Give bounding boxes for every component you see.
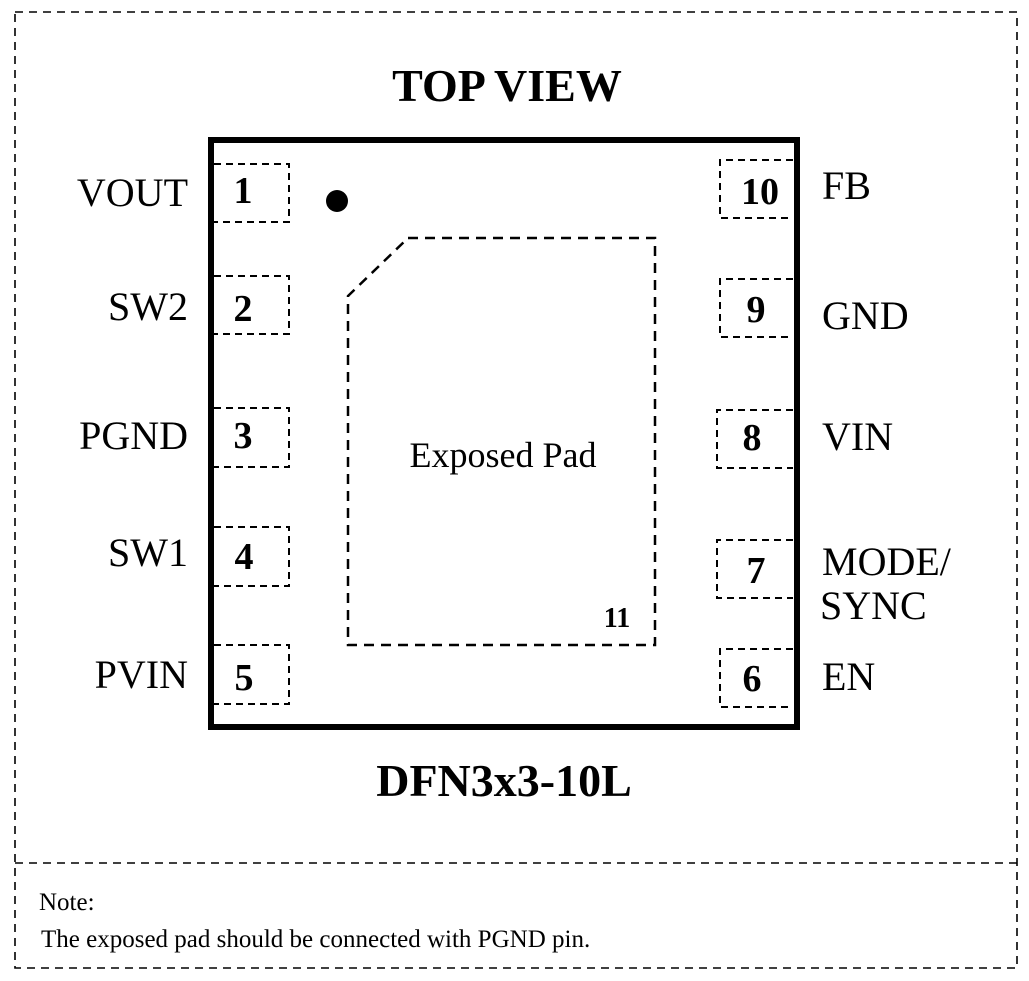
pin-2: 2 SW2 bbox=[108, 275, 290, 335]
pin-10: 10 FB bbox=[719, 159, 871, 219]
pin-8: 8 VIN bbox=[716, 409, 893, 469]
pin-1-name: VOUT bbox=[77, 170, 188, 215]
pin-2-pad bbox=[214, 275, 290, 335]
note-heading: Note: bbox=[39, 889, 95, 916]
pin-5-number: 5 bbox=[235, 657, 254, 699]
pin-6-number: 6 bbox=[743, 658, 762, 700]
pin-7-name-line1: MODE/ bbox=[822, 539, 952, 584]
exposed-pad-label: Exposed Pad bbox=[410, 435, 597, 475]
pin-10-pad bbox=[719, 159, 793, 219]
pin-5: 5 PVIN bbox=[95, 644, 290, 705]
pin-5-pad bbox=[214, 644, 290, 705]
pin-1-pad bbox=[214, 163, 290, 223]
pin-7: 7 MODE/ SYNC bbox=[716, 539, 952, 628]
pin-7-name-line2: SYNC bbox=[820, 583, 927, 628]
pin-9-pad bbox=[719, 278, 793, 338]
pin-3-name: PGND bbox=[79, 413, 188, 458]
outer-frame bbox=[14, 11, 1018, 969]
pin-4-number: 4 bbox=[235, 536, 254, 578]
pin-4-name: SW1 bbox=[108, 530, 188, 575]
pin1-indicator-dot bbox=[326, 190, 348, 212]
pin-2-number: 2 bbox=[234, 288, 253, 330]
pin-8-pad bbox=[716, 409, 793, 469]
right-pins: 10 FB 9 GND 8 VIN 7 MODE/ SYNC 6 EN bbox=[716, 159, 952, 708]
pin-7-number: 7 bbox=[747, 550, 766, 592]
pin-6-pad bbox=[719, 648, 793, 708]
pin-3-number: 3 bbox=[234, 415, 253, 457]
pin-2-name: SW2 bbox=[108, 284, 188, 329]
pin-9-number: 9 bbox=[747, 289, 766, 331]
pin-9: 9 GND bbox=[719, 278, 909, 338]
left-pins: 1 VOUT 2 SW2 3 PGND 4 SW1 5 PVIN bbox=[77, 163, 290, 705]
pin-8-name: VIN bbox=[822, 414, 893, 459]
pin-6: 6 EN bbox=[719, 648, 875, 708]
diagram-title: TOP VIEW bbox=[392, 60, 622, 111]
package-body bbox=[208, 137, 800, 730]
pin-10-name: FB bbox=[822, 163, 871, 208]
pin-3-pad bbox=[214, 407, 290, 468]
pin-1: 1 VOUT bbox=[77, 163, 290, 223]
package-name: DFN3x3-10L bbox=[376, 755, 632, 806]
pin-10-number: 10 bbox=[741, 171, 779, 213]
note-text: The exposed pad should be connected with… bbox=[41, 926, 590, 953]
exposed-pad-number: 11 bbox=[604, 603, 630, 634]
pin-7-pad bbox=[716, 539, 793, 599]
pin-6-name: EN bbox=[822, 654, 875, 699]
pin-8-number: 8 bbox=[743, 417, 762, 459]
pin-1-number: 1 bbox=[234, 170, 253, 212]
pin-4-pad bbox=[214, 526, 290, 587]
exposed-pad-outline bbox=[346, 236, 657, 647]
pin-9-name: GND bbox=[822, 293, 909, 338]
pin-3: 3 PGND bbox=[79, 407, 290, 468]
pin-5-name: PVIN bbox=[95, 652, 188, 697]
pin-4: 4 SW1 bbox=[108, 526, 290, 587]
